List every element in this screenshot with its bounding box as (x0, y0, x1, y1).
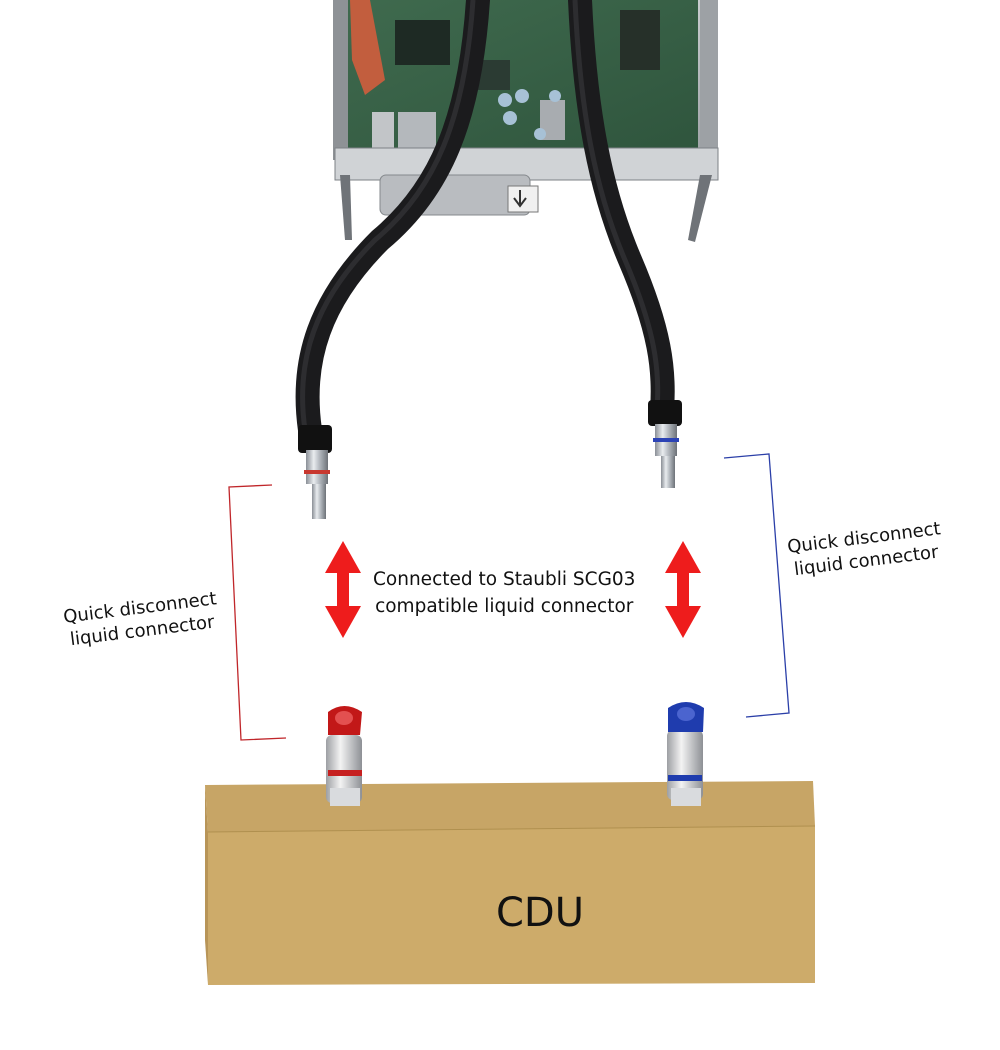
red-coupler (326, 706, 362, 806)
left-plug (298, 425, 332, 519)
connection-note-line1: Connected to Staubli SCG03 (373, 569, 636, 590)
left-bracket (228, 484, 287, 741)
connection-note: Connected to Staubli SCG03 compatible li… (373, 566, 635, 620)
cdu-label: CDU (495, 890, 584, 936)
server-module (333, 0, 719, 242)
blue-coupler (667, 702, 704, 806)
cdu-unit (205, 781, 816, 985)
double-arrow-icon (665, 541, 701, 638)
double-arrow-icon (325, 541, 361, 638)
hose-left (295, 0, 490, 442)
hose-right (568, 0, 675, 422)
right-plug (648, 400, 682, 488)
right-bracket (723, 453, 790, 718)
connection-note-line2: compatible liquid connector (375, 596, 634, 617)
